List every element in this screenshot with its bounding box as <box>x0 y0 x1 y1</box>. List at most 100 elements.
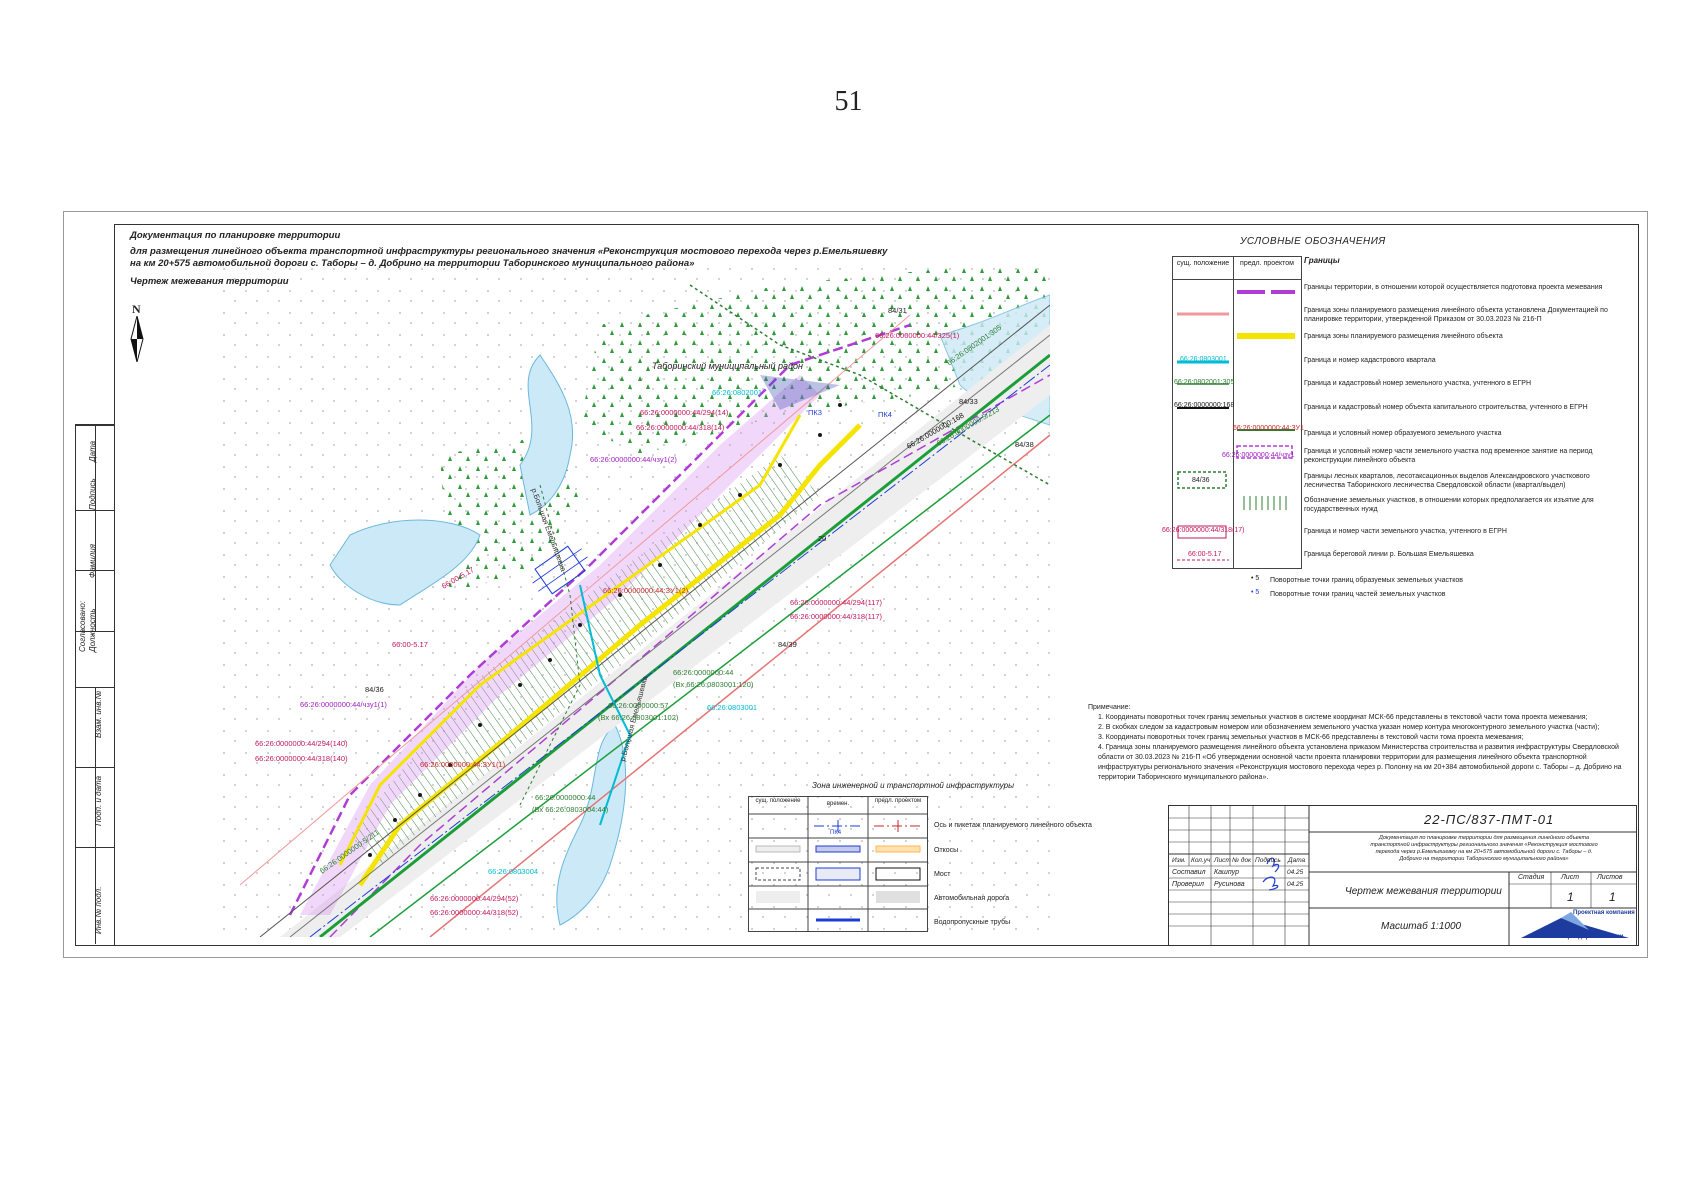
doc-code: 22-ПС/837-ПМТ-01 <box>1424 812 1555 827</box>
drawing-frame <box>114 224 1639 946</box>
parcel-44-2-label: 66:26:0000000:44 <box>535 793 596 802</box>
stamp-sign-date: Подп. и дата <box>94 775 103 826</box>
note-2: 2. В скобках следом за кадастровым номер… <box>1098 724 1600 731</box>
quarter-8438: 84/38 <box>1015 440 1034 449</box>
zone-legend-table: сущ. положение времен. предл. проектом П… <box>748 796 928 932</box>
part-zu1-label: 66:26:0000000:44/чзу1(1) <box>300 700 387 709</box>
zone-row-culvert: Водопропускные трубы <box>934 919 1011 926</box>
shore-label-2: 66:00-5.17 <box>392 640 428 649</box>
part-318-140-label: 66:26:0000000:44/318(140) <box>255 754 348 763</box>
legend-item-9: Границы лесных кварталов, лесотаксационн… <box>1304 473 1590 489</box>
legend-item-10: Обозначение земельных участков, в отноше… <box>1304 497 1594 513</box>
notes-block: Примечание: 1. Координаты поворотных точ… <box>1088 703 1628 783</box>
survey-map <box>220 265 1050 937</box>
district-label: Таборинский муниципальный район <box>652 361 803 371</box>
col-date: Дата <box>1288 857 1306 864</box>
legend-title: УСЛОВНЫЕ ОБОЗНАЧЕНИЯ <box>1240 236 1386 247</box>
sheet-label: Лист <box>1561 874 1580 881</box>
note-4: 4. Граница зоны планируемого размещения … <box>1098 744 1622 781</box>
legend-point-1: Поворотные точки границ образуемых земел… <box>1270 577 1463 584</box>
sheets-label: Листов <box>1597 874 1623 881</box>
part-318-52-label: 66:26:0000000:44/318(52) <box>430 908 519 917</box>
part-294-52-label: 66:26:0000000:44/294(52) <box>430 894 519 903</box>
note-1: 1. Координаты поворотных точек границ зе… <box>1098 714 1588 721</box>
legend-sym-oks: 66:26:0000000:168 <box>1174 402 1235 409</box>
part-325-label: 66:26:0000000:44/325(1) <box>875 331 960 340</box>
zone-col-existing: сущ. положение <box>755 798 801 804</box>
quarter-0802001-label: 66:26:0802001 <box>712 388 763 397</box>
zone-row-road: Автомобильная дорога <box>934 895 1010 902</box>
parcel-44-2-entry: (Вх 66:26:0803004:44) <box>532 805 609 814</box>
stamp-signature: Подпись <box>88 478 97 510</box>
picket-pk3: ПК3 <box>808 408 822 417</box>
zone-legend-title: Зона инженерной и транспортной инфрастру… <box>812 781 1014 790</box>
legend-item-3: Граница зоны планируемого размещения лин… <box>1304 333 1503 340</box>
legend-item-6: Граница и кадастровый номер объекта капи… <box>1304 404 1588 411</box>
legend-point-2: Поворотные точки границ частей земельных… <box>1270 591 1446 598</box>
legend-sym-quarter: 66:26:0803001 <box>1180 356 1227 363</box>
col-doc: № док <box>1232 857 1252 864</box>
quarter-0803004-label: 66:26:0803004 <box>488 867 539 876</box>
north-arrow-icon <box>130 316 144 362</box>
plot-zu1-2-label: 66:26:0000000:44:ЗУ1(2) <box>603 586 689 595</box>
col-count: Кол.уч <box>1191 857 1211 864</box>
legend-item-11: Граница и номер части земельного участка… <box>1304 528 1507 535</box>
header-line-1: Документация по планировке территории <box>130 230 341 241</box>
stamp-replace: Взам. инв.№ <box>94 690 103 738</box>
stamp-surname: Фамилия <box>88 544 97 578</box>
title-block: 22-ПС/837-ПМТ-01 Документация по планиро… <box>1168 805 1637 946</box>
quarter-8433: 84/33 <box>959 397 978 406</box>
row-checker-name: Русинова <box>1214 881 1245 888</box>
legend-group: Границы <box>1304 256 1340 265</box>
part-318-117-label: 66:26:0000000:44/318(117) <box>790 612 883 621</box>
company-line-1: Проектная компания <box>1573 910 1635 916</box>
legend-sym-shore: 66:00-5.17 <box>1188 551 1222 558</box>
zone-row-slopes: Откосы <box>934 847 959 854</box>
stamp-inventory: Инв.№ подл. <box>94 886 103 934</box>
col-signature: Подпись <box>1255 857 1281 864</box>
plot-zu1-1-label: 66:26:0000000:44:ЗУ1(1) <box>420 760 506 769</box>
row-checker-date: 04.25 <box>1287 881 1304 888</box>
header-line-4: Чертеж межевания территории <box>130 276 289 287</box>
zone-col-proposed: предл. проектом <box>874 798 922 804</box>
legend-item-5: Граница и кадастровый номер земельного у… <box>1304 380 1531 387</box>
legend-sym-parcel: 66:26:0802001:305 <box>1174 379 1235 386</box>
header-line-2: для размещения линейного объекта транспо… <box>130 246 888 257</box>
header-line-3: на км 20+575 автомобильной дороги с. Таб… <box>130 258 695 269</box>
row-author-role: Составил <box>1172 869 1206 876</box>
legend-col-proposed: предл. проектом <box>1240 260 1294 267</box>
stage-label: Стадия <box>1518 874 1545 881</box>
part-294-117-label: 66:26:0000000:44/294(117) <box>790 598 883 607</box>
part-294-14-label: 66:26:0000000:44/294(14) <box>640 408 729 417</box>
legend-sym-part: 66:26:0000000:44/318(17) <box>1162 527 1245 534</box>
legend-item-4: Граница и номер кадастрового квартала <box>1304 357 1436 364</box>
legend-sym-new-plot: 66:26:0000000:44:ЗУ1 <box>1233 425 1304 432</box>
legend-symbols <box>1177 290 1295 561</box>
legend-point-icon-2: • 5 <box>1251 589 1260 596</box>
legend-point-icon-1: • 5 <box>1251 575 1260 582</box>
zone-row-bridge: Мост <box>934 871 951 878</box>
zone-col-temp: времен. <box>826 801 850 807</box>
north-label: N <box>132 302 141 316</box>
quarter-8436: 84/36 <box>365 685 384 694</box>
note-3: 3. Координаты поворотных точек границ зе… <box>1098 734 1524 741</box>
legend-sym-forest: 84/36 <box>1192 477 1210 484</box>
picket-pk4: ПК4 <box>878 410 892 419</box>
point-20: 20 <box>818 534 827 543</box>
part-318-14-label: 66:26:0000000:44/318(14) <box>636 423 725 432</box>
doc-description: Документация по планировке территории дл… <box>1370 835 1598 862</box>
scale-label: Масштаб 1:1000 <box>1381 921 1462 932</box>
zone-pk-label: ПК4 <box>830 830 842 836</box>
legend-item-7: Граница и условный номер образуемого зем… <box>1304 430 1502 437</box>
legend-item-1: Границы территории, в отношении которой … <box>1304 284 1603 291</box>
sheets-total: 1 <box>1609 890 1616 904</box>
parcel-57-label: 66:26:0000000:57 <box>608 701 669 710</box>
parcel-44-entry: (Вх 66:26:0803001:120) <box>673 680 754 689</box>
quarter-8431: 84/31 <box>888 306 907 315</box>
stamp-agreed: Согласовано: Должность <box>78 600 97 652</box>
parcel-57-entry: (Вх 66:26:0803001:102) <box>598 713 679 722</box>
company-line-2: Уралдортехнологии <box>1564 934 1624 940</box>
row-author-name: Кашпур <box>1214 869 1240 876</box>
stamp-date: Дата <box>88 440 97 462</box>
row-author-date: 04.25 <box>1287 869 1304 876</box>
